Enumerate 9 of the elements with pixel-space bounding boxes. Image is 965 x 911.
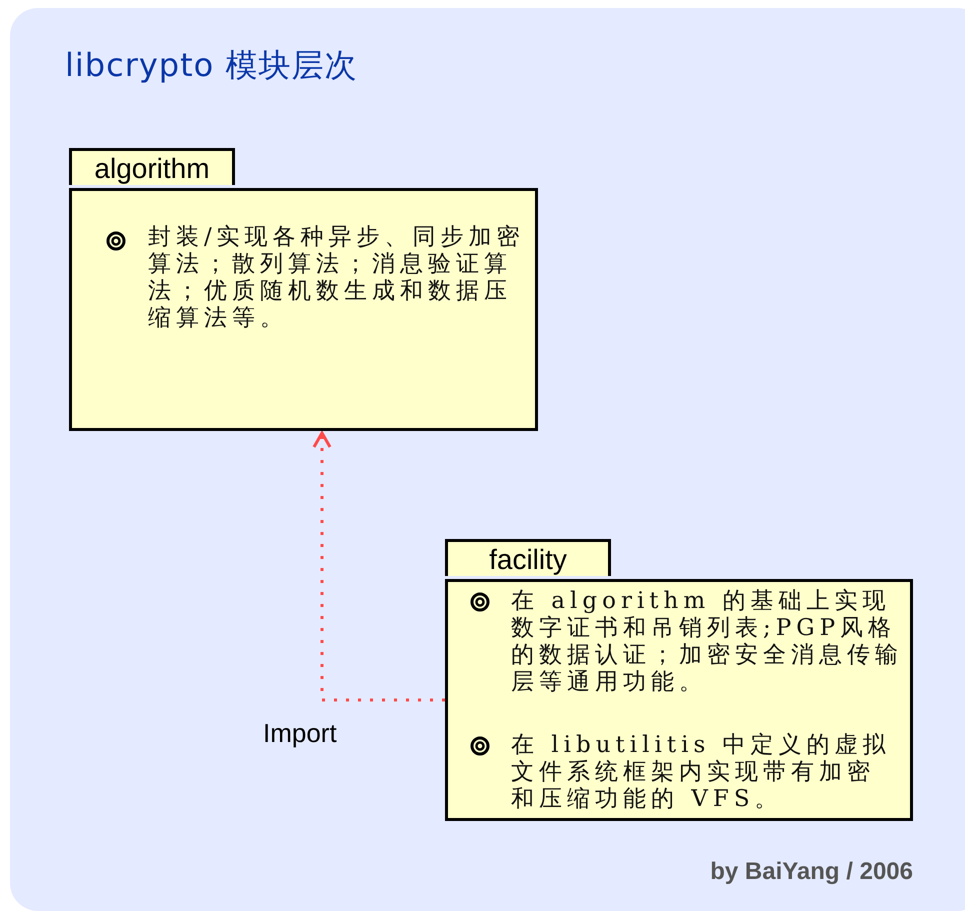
bullet-text: 在 algorithm 的基础上实现数字证书和吊销列表;PGP风格的数据认证；加密安全消息传输层等通用功能。 [511,588,904,696]
bullet-text: 封装/实现各种异步、同步加密算法；散列算法；消息验证算法；优质随机数生成和数据压缩算法等。 [148,224,526,332]
edge-label: Import [263,718,337,749]
bullet-text: 在 libutilitis 中定义的虚拟文件系统框架内实现带有加密和压缩功能的 VFS。 [511,732,891,813]
arrow [312,432,445,702]
package-tab: algorithm [69,148,235,185]
credit-text: by BaiYang / 2006 [710,858,913,886]
package-tab: facility [445,539,611,576]
title: libcrypto 模块层次 [65,45,358,86]
